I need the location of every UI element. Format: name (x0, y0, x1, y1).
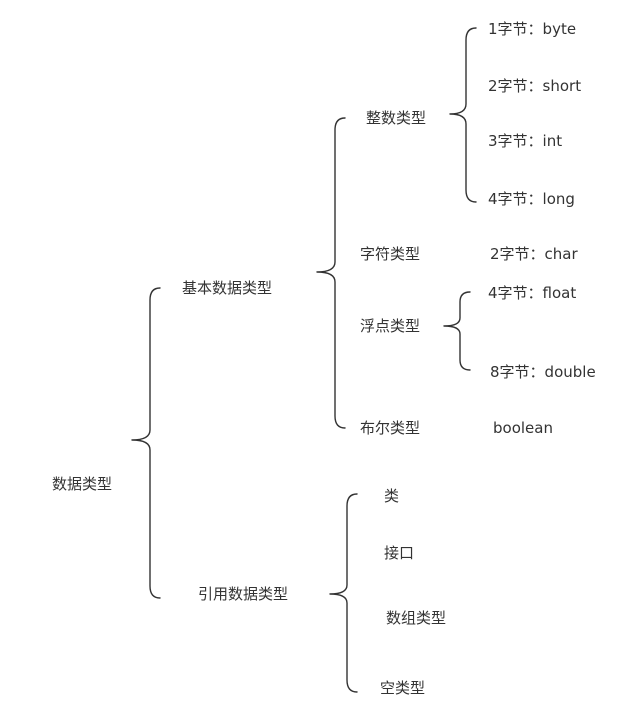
leaf-byte: 1字节：byte (488, 20, 577, 38)
leaf-interface: 接口 (384, 544, 415, 562)
leaf-boolean: boolean (493, 419, 553, 437)
node-integer-type: 整数类型 (366, 109, 427, 127)
leaf-null-type: 空类型 (380, 679, 426, 697)
leaf-class: 类 (384, 487, 400, 505)
node-data-type: 数据类型 (52, 475, 113, 493)
node-primitive-type: 基本数据类型 (182, 279, 273, 297)
brace-root (131, 287, 161, 599)
brace-reference (329, 493, 358, 693)
brace-primitive (316, 117, 346, 429)
leaf-array-type: 数组类型 (386, 609, 447, 627)
node-boolean-type: 布尔类型 (360, 419, 421, 437)
node-char-type: 字符类型 (360, 245, 421, 263)
leaf-float: 4字节：float (488, 284, 577, 302)
leaf-short: 2字节：short (488, 77, 582, 95)
leaf-long: 4字节：long (488, 190, 575, 208)
leaf-int: 3字节：int (488, 132, 563, 150)
leaf-char: 2字节：char (490, 245, 578, 263)
brace-integer (449, 27, 477, 203)
node-reference-type: 引用数据类型 (198, 585, 289, 603)
leaf-double: 8字节：double (490, 363, 596, 381)
node-float-type: 浮点类型 (360, 317, 421, 335)
brace-float (443, 291, 471, 371)
